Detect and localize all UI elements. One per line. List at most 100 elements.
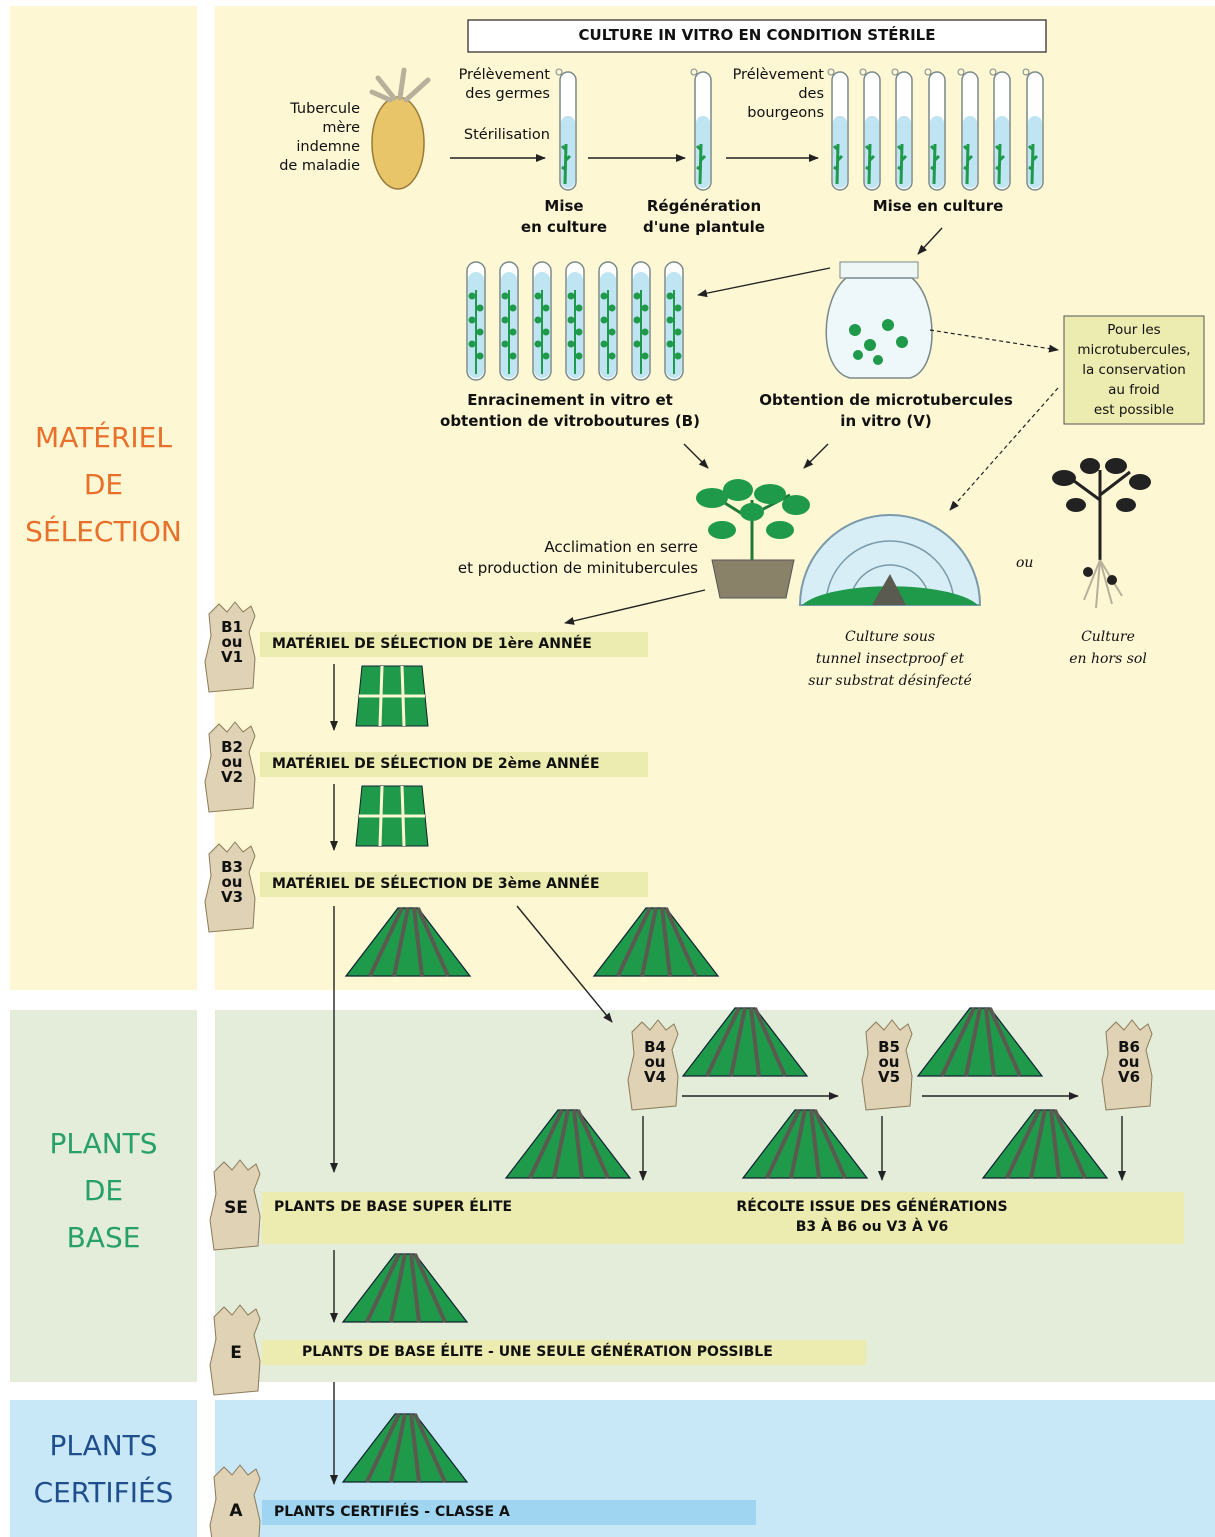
label-line: V2	[220, 768, 244, 786]
sack-label-e: E	[230, 1343, 242, 1363]
mound-icon	[981, 1108, 1109, 1180]
bar-selection-year2: MATÉRIEL DE SÉLECTION DE 2ème ANNÉE	[260, 752, 648, 777]
bar-selection-year1: MATÉRIEL DE SÉLECTION DE 1ère ANNÉE	[260, 632, 648, 657]
sack-label-b4: B4 ou V4	[635, 1040, 675, 1085]
culture-tube-icon	[554, 67, 578, 192]
label-line: et production de minitubercules	[457, 559, 698, 577]
label-line: Régénération	[646, 197, 762, 215]
microtuber-jar-icon	[825, 261, 933, 379]
selection-side-band	[10, 6, 197, 990]
acclimation-label: Acclimation en serre et production de mi…	[400, 537, 698, 579]
label-line: B1	[221, 618, 243, 636]
label-line: Acclimation en serre	[544, 538, 698, 556]
label-line: Pour les	[1107, 322, 1161, 338]
label-line: B3	[221, 858, 243, 876]
label-line: est possible	[1093, 402, 1175, 418]
label-line: Tubercule	[290, 101, 360, 117]
sack-label-b3: B3 ou V3	[212, 860, 252, 905]
label-line: microtubercules,	[1077, 342, 1191, 358]
label-line: ou	[221, 633, 243, 651]
label-line: Enracinement in vitro et	[467, 391, 673, 409]
mound-icon	[344, 906, 472, 978]
certified-section-title: PLANTS CERTIFIÉS	[10, 1422, 197, 1516]
label-line: V5	[877, 1068, 901, 1086]
sack-label-b6: B6 ou V6	[1109, 1040, 1149, 1085]
bar-super-elite: PLANTS DE BASE SUPER ÉLITE RÉCOLTE ISSUE…	[262, 1192, 1184, 1244]
label-line: ou	[221, 753, 243, 771]
selection-section-title: MATÉRIEL DE SÉLECTION	[10, 414, 197, 555]
base-side-band	[10, 1010, 197, 1382]
regeneration-label: Régénération d'une plantule	[624, 196, 784, 238]
sack-label-se: SE	[224, 1198, 248, 1218]
field-year2-icon	[354, 784, 430, 848]
harvest-label: RÉCOLTE ISSUE DES GÉNÉRATIONS B3 À B6 ou…	[692, 1197, 1052, 1237]
sack-label-b5: B5 ou V5	[869, 1040, 909, 1085]
mound-icon	[592, 906, 720, 978]
label-line: des germes	[465, 86, 550, 102]
header-title: CULTURE IN VITRO EN CONDITION STÉRILE	[578, 26, 936, 44]
rooting-label: Enracinement in vitro et obtention de vi…	[410, 390, 730, 432]
microtuber-label: Obtention de microtubercules in vitro (V…	[736, 390, 1036, 432]
bar-selection-year3: MATÉRIEL DE SÉLECTION DE 3ème ANNÉE	[260, 872, 648, 897]
label-line: V3	[220, 888, 244, 906]
base-section-title: PLANTS DE BASE	[10, 1120, 197, 1261]
bar-elite: PLANTS DE BASE ÉLITE - UNE SEULE GÉNÉRAT…	[262, 1340, 866, 1365]
tube-row-icon	[826, 67, 1045, 192]
label-line: en hors sol	[1069, 651, 1147, 667]
certified-title-line: CERTIFIÉS	[33, 1476, 174, 1509]
germ-label: Prélèvement des germes	[420, 66, 550, 104]
label-line: in vitro (V)	[840, 412, 932, 430]
label-line: Culture sous	[844, 629, 936, 645]
insectproof-tunnel-icon	[798, 514, 982, 606]
label-line: des	[798, 86, 824, 102]
flow-arrows	[330, 154, 1126, 1485]
label-line: Culture	[1081, 629, 1135, 645]
bud-label: Prélèvement des bourgeons	[700, 66, 824, 123]
sack-label-b2: B2 ou V2	[212, 740, 252, 785]
selection-title-line: SÉLECTION	[25, 515, 182, 548]
label-line: indemne	[296, 139, 360, 155]
base-title-line: DE	[83, 1174, 124, 1207]
label-line: bourgeons	[747, 105, 824, 121]
base-title-line: BASE	[66, 1221, 141, 1254]
selection-title-line: MATÉRIEL	[35, 421, 172, 454]
mound-icon	[741, 1108, 869, 1180]
soilless-label: Culture en hors sol	[1040, 626, 1176, 670]
selection-title-line: DE	[83, 468, 124, 501]
mound-icon	[341, 1252, 469, 1324]
mound-icon	[916, 1006, 1044, 1078]
label-line: ou	[644, 1053, 666, 1071]
label-line: d'une plantule	[643, 218, 765, 236]
label-line: V4	[643, 1068, 667, 1086]
label-line: B3 À B6 ou V3 À V6	[795, 1219, 949, 1235]
rooting-tubes-icon	[466, 261, 684, 381]
label-line: Mise	[544, 197, 584, 215]
label-line: mère	[322, 120, 360, 136]
label-line: de maladie	[279, 158, 360, 174]
certified-title-line: PLANTS	[49, 1429, 158, 1462]
label-line: en culture	[520, 218, 608, 236]
mother-tuber-icon	[369, 67, 431, 190]
label-line: ou	[878, 1053, 900, 1071]
label-line: tunnel insectproof et	[815, 651, 965, 667]
cold-storage-dashed-arrows	[929, 329, 1059, 511]
mound-icon	[681, 1006, 809, 1078]
base-title-line: PLANTS	[49, 1127, 158, 1160]
label-line: B4	[644, 1038, 666, 1056]
mise-en-culture-2-label: Mise en culture	[872, 197, 1004, 215]
or-label: ou	[1016, 555, 1034, 571]
bar-certified: PLANTS CERTIFIÉS - CLASSE A	[262, 1500, 756, 1525]
field-year1-icon	[354, 664, 430, 728]
super-elite-label: PLANTS DE BASE SUPER ÉLITE	[274, 1199, 513, 1215]
label-line: Prélèvement	[458, 67, 550, 83]
label-line: au froid	[1108, 382, 1160, 398]
note-box	[1063, 315, 1205, 425]
label-line: B2	[221, 738, 243, 756]
label-line: V6	[1117, 1068, 1141, 1086]
soilless-plant-icon	[1052, 458, 1151, 609]
mise-en-culture-1-label: Mise en culture	[500, 196, 628, 238]
tunnel-label: Culture sous tunnel insectproof et sur s…	[780, 626, 1000, 692]
label-line: B5	[878, 1038, 900, 1056]
label-line: Prélèvement	[732, 67, 824, 83]
